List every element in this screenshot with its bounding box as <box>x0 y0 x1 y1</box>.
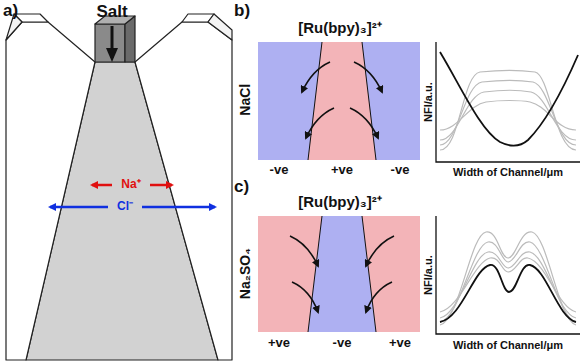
band-schematic <box>258 42 420 160</box>
band-schematic <box>258 216 420 332</box>
axis-label: NFI/a.u. <box>422 255 434 295</box>
complex-title: [Ru(bpy)₃]²⁺ <box>298 194 382 211</box>
axis-label: Width of Channel/μm <box>453 166 563 178</box>
inlet-label: Salt <box>96 3 127 22</box>
complex-title: [Ru(bpy)₃]²⁺ <box>298 20 382 37</box>
charge-label: +ve <box>268 336 290 350</box>
charge-label: -ve <box>391 163 410 177</box>
intensity-plot <box>436 216 580 334</box>
charge-label: +ve <box>331 163 353 177</box>
intensity-plot <box>436 42 580 162</box>
panel-letter: b) <box>234 2 250 21</box>
ion-label: Na⁺ <box>121 178 140 191</box>
channel <box>6 14 232 360</box>
axis-label: NFI/a.u. <box>422 82 434 122</box>
charge-label: -ve <box>333 336 352 350</box>
salt-arrow <box>111 26 114 58</box>
axis-label: Width of Channel/μm <box>453 339 563 351</box>
charge-label: +ve <box>389 336 411 350</box>
salt-label: NaCl <box>238 84 253 116</box>
charge-label: -ve <box>270 163 289 177</box>
ion-label: Cl⁻ <box>117 200 133 213</box>
panel-letter: a) <box>3 2 18 21</box>
salt-label: Na₂SO₄ <box>238 248 253 299</box>
panel-letter: c) <box>234 178 249 197</box>
